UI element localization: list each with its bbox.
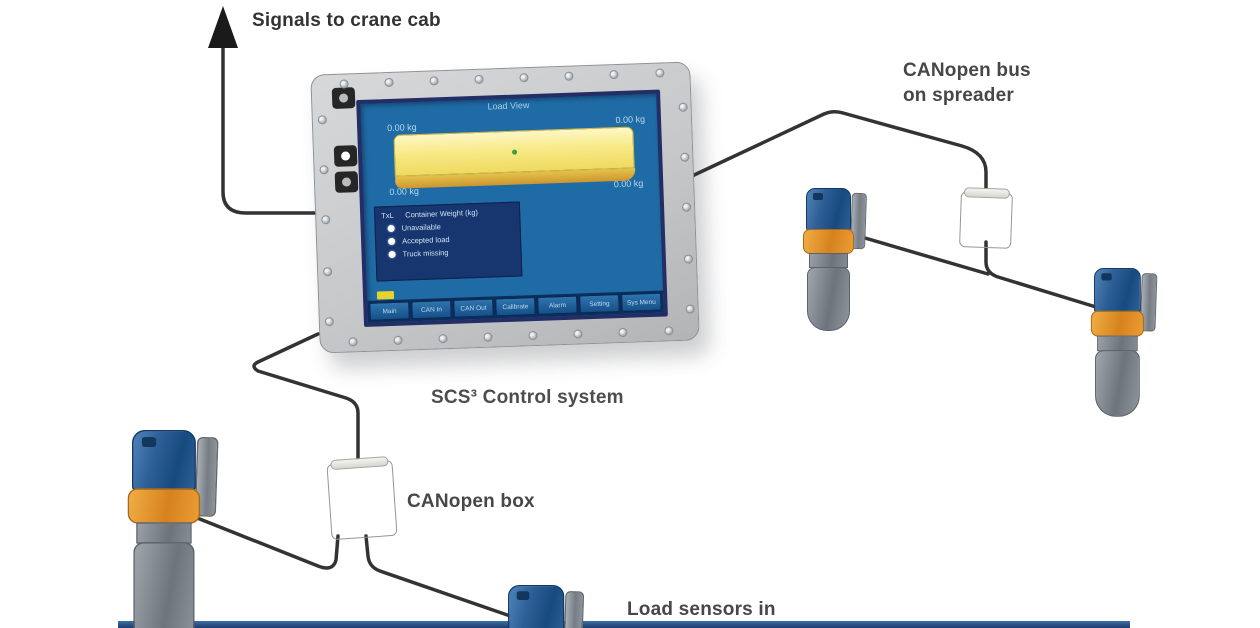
screw-icon bbox=[609, 69, 619, 80]
screw-icon bbox=[681, 202, 692, 212]
menu-button: Calibrate bbox=[495, 297, 536, 317]
bezel-button-middle bbox=[333, 145, 358, 167]
screw-icon bbox=[322, 267, 333, 277]
button-pip-icon bbox=[340, 151, 351, 161]
sensor-blue-cap bbox=[806, 188, 851, 231]
canopen-junction-box-spreader bbox=[959, 191, 1013, 249]
sensor-neck bbox=[136, 522, 192, 544]
canopen-box-label: CANopen box bbox=[407, 491, 535, 512]
signals-to-crane-cab-label: Signals to crane cab bbox=[252, 10, 441, 31]
control-system-label: SCS³ Control system bbox=[431, 387, 624, 408]
cable-display-to-spreader-box bbox=[690, 109, 988, 196]
weight-top-right: 0.00 kg bbox=[615, 114, 646, 126]
load-sensor bbox=[803, 188, 867, 338]
status-row-label: Unavailable bbox=[401, 222, 441, 233]
bezel-button-bottom bbox=[334, 171, 359, 193]
screw-icon bbox=[683, 254, 694, 264]
sensor-blue-cap bbox=[132, 430, 196, 492]
canopen-bus-label-line2: on spreader bbox=[903, 85, 1014, 106]
status-led-icon bbox=[387, 224, 395, 233]
spreader-beam-graphic bbox=[393, 126, 636, 190]
sensor-neck bbox=[809, 253, 848, 268]
sensor-body bbox=[1095, 350, 1140, 417]
screw-icon bbox=[573, 329, 583, 339]
bottom-edge-strip bbox=[118, 621, 1130, 628]
display-screen: Load View 0.00 kg 0.00 kg 0.00 kg 0.00 k… bbox=[356, 89, 668, 327]
screw-icon bbox=[685, 304, 695, 314]
load-sensor bbox=[1090, 268, 1158, 424]
button-pip-icon bbox=[338, 93, 349, 103]
menu-button: Sys Menu bbox=[621, 292, 662, 312]
status-panel: TxL Container Weight (kg) Unavailable Ac… bbox=[373, 201, 523, 282]
sensor-blue-cap bbox=[1094, 268, 1141, 313]
sensor-neck bbox=[1097, 335, 1138, 352]
screw-icon bbox=[429, 76, 439, 86]
cable-spreaderbox-to-right-sensor bbox=[984, 240, 1098, 309]
status-led-icon bbox=[388, 250, 396, 259]
sensor-blue-cap bbox=[508, 585, 565, 628]
screw-icon bbox=[655, 68, 665, 78]
screw-icon bbox=[618, 327, 628, 338]
canopen-bus-label: CANopen bus on spreader bbox=[903, 58, 1031, 108]
screen-menu-bar: Main CAN In CAN Out Calibrate Alarm Sett… bbox=[367, 290, 664, 323]
weight-top-left: 0.00 kg bbox=[386, 122, 417, 134]
screw-icon bbox=[519, 73, 529, 83]
status-row-label: Truck missing bbox=[402, 248, 449, 259]
sensor-body bbox=[133, 542, 195, 628]
load-sensor bbox=[508, 585, 585, 628]
cable-box-to-bottom-sensor bbox=[364, 534, 518, 620]
screw-icon bbox=[384, 77, 394, 88]
load-sensors-label: Load sensors in bbox=[627, 599, 776, 620]
screen-yellow-badge bbox=[376, 290, 395, 300]
screw-icon bbox=[438, 334, 448, 344]
cable-to-crane-cab bbox=[221, 38, 336, 215]
menu-button: CAN Out bbox=[453, 298, 494, 318]
cable-box-to-left-sensor bbox=[150, 498, 340, 570]
scs-display-unit: Load View 0.00 kg 0.00 kg 0.00 kg 0.00 k… bbox=[310, 61, 700, 354]
screw-icon bbox=[483, 332, 493, 342]
screw-icon bbox=[528, 330, 538, 341]
bezel-button-top bbox=[331, 87, 356, 109]
screw-icon bbox=[393, 335, 403, 345]
screw-icon bbox=[319, 165, 329, 175]
menu-button: Setting bbox=[579, 294, 620, 314]
screw-icon bbox=[324, 317, 335, 327]
sensor-body bbox=[807, 267, 850, 331]
screw-icon bbox=[564, 71, 574, 81]
menu-button: Main bbox=[369, 301, 410, 321]
cable-display-to-canopen-box bbox=[252, 332, 360, 466]
sensor-orange-band bbox=[127, 488, 201, 524]
screw-icon bbox=[678, 102, 688, 112]
up-arrow-icon bbox=[208, 6, 238, 48]
screen-title: Load View bbox=[487, 100, 530, 112]
menu-button: CAN In bbox=[411, 299, 452, 320]
status-header-col2: Container Weight (kg) bbox=[405, 207, 479, 220]
canopen-junction-box bbox=[326, 459, 398, 541]
screw-icon bbox=[348, 337, 358, 347]
status-led-icon bbox=[387, 237, 396, 246]
screw-icon bbox=[664, 326, 674, 336]
status-row-label: Accepted load bbox=[401, 234, 450, 246]
load-sensor bbox=[127, 430, 219, 628]
status-header-col1: TxL bbox=[381, 210, 394, 221]
screw-icon bbox=[317, 115, 327, 125]
menu-button: Alarm bbox=[537, 295, 578, 315]
screw-icon bbox=[321, 215, 331, 225]
screw-icon bbox=[680, 152, 690, 162]
canopen-bus-label-line1: CANopen bus bbox=[903, 60, 1031, 81]
screw-icon bbox=[474, 74, 484, 84]
sensor-pin bbox=[563, 590, 585, 628]
sensor-orange-band bbox=[1090, 310, 1144, 337]
sensor-orange-band bbox=[803, 229, 854, 254]
button-pip-icon bbox=[341, 177, 352, 187]
